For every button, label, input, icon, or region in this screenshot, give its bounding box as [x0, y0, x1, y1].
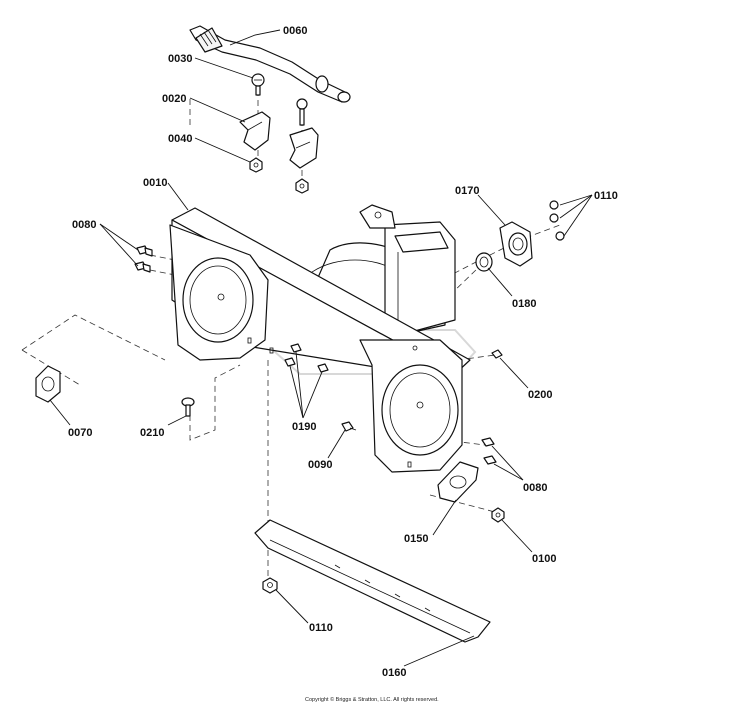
- callout-0070: 0070: [68, 427, 92, 439]
- bearing-flange-0070: [35, 365, 61, 403]
- carriage-bolt-0210: [181, 397, 195, 417]
- screw-0090: [341, 421, 357, 432]
- callout-0170: 0170: [455, 185, 479, 197]
- chute-handle: [189, 25, 351, 103]
- nut-0040-left: [249, 157, 263, 173]
- bolts-0190: [284, 343, 329, 373]
- nut-0110-bottom: [262, 577, 278, 594]
- callout-0080-left: 0080: [72, 219, 96, 231]
- screw-0200: [491, 349, 503, 359]
- scraper-bar-0160: [254, 519, 491, 643]
- bearing-flange-0150: [437, 461, 479, 503]
- callout-0040: 0040: [168, 133, 192, 145]
- callout-0080-right: 0080: [523, 482, 547, 494]
- callout-0110-top: 0110: [594, 190, 618, 202]
- bearing-flange-0170: [499, 221, 533, 267]
- screw-0030: [251, 73, 265, 96]
- callout-0150: 0150: [404, 533, 428, 545]
- callout-0180: 0180: [512, 298, 536, 310]
- nut-0040-right: [295, 178, 309, 194]
- callout-labels: 0060 0030 0020 0040 0010 0080 0170 0110 …: [68, 25, 618, 679]
- callout-0110-bottom: 0110: [309, 622, 333, 634]
- callout-0210: 0210: [140, 427, 164, 439]
- bracket-right: [289, 98, 319, 169]
- callout-0160: 0160: [382, 667, 406, 679]
- nut-0100: [491, 507, 505, 523]
- callout-0200: 0200: [528, 389, 552, 401]
- callout-0190: 0190: [292, 421, 316, 433]
- chute-outlet: [359, 204, 456, 336]
- callout-0030: 0030: [168, 53, 192, 65]
- callout-0020: 0020: [162, 93, 186, 105]
- callout-0090: 0090: [308, 459, 332, 471]
- copyright-notice: Copyright © Briggs & Stratton, LLC. All …: [305, 696, 439, 703]
- nuts-0110-top: [549, 200, 565, 241]
- auger-housing: [169, 204, 471, 473]
- bolts-0080-right: [481, 437, 497, 465]
- bracket-left: [239, 111, 271, 151]
- callout-0060: 0060: [283, 25, 307, 37]
- leader-lines: [49, 29, 593, 667]
- callout-0010: 0010: [143, 177, 167, 189]
- bolts-0080-left: [134, 245, 153, 273]
- bearing-0180: [475, 252, 493, 272]
- callout-0100: 0100: [532, 553, 556, 565]
